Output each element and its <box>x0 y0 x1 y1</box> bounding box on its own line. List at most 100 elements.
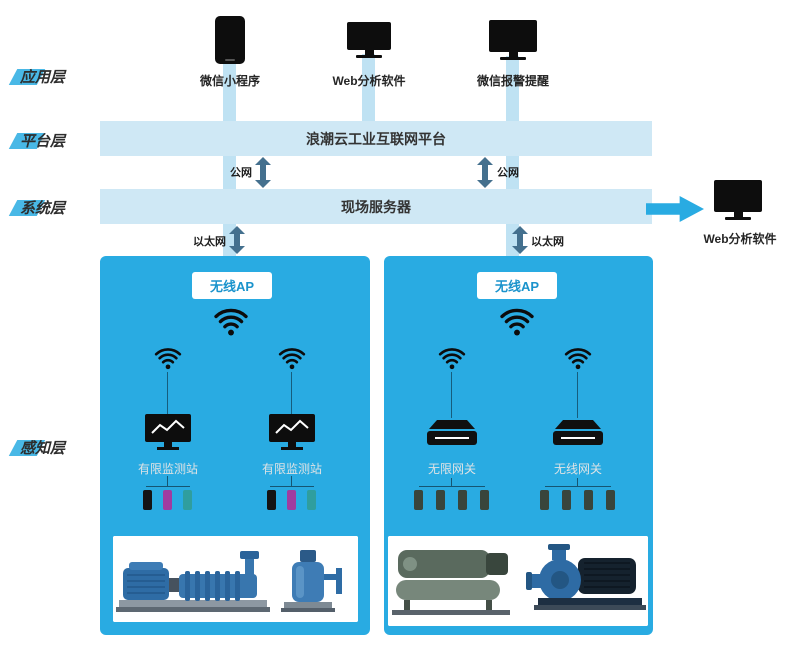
sensor <box>163 490 172 510</box>
monitor-stand <box>508 52 518 57</box>
platform-bar: 浪潮云工业互联网平台 <box>100 121 652 156</box>
monitor-stand <box>364 50 374 55</box>
sensor <box>307 490 316 510</box>
gateway-lid <box>555 420 601 429</box>
wifi-icon <box>277 346 307 371</box>
right-perception-zone: 无线AP 无限网关 无线网关 <box>384 256 653 635</box>
connector-line <box>451 478 452 486</box>
layer-label-application: 应用层 <box>18 65 67 88</box>
arrow-head-up <box>255 157 271 165</box>
wifi-icon <box>153 346 183 371</box>
double-arrow-ethernet-left <box>229 226 245 254</box>
double-arrow-public-left <box>255 157 271 188</box>
wifi-icon <box>498 306 536 338</box>
monitor-screen <box>489 20 537 52</box>
monitor-icon <box>489 20 537 60</box>
sensor <box>287 490 296 510</box>
smartphone-icon <box>215 16 245 64</box>
arrow-head-up <box>477 157 493 165</box>
monitor-stand <box>288 442 296 447</box>
wifi-icon <box>563 346 593 371</box>
sensor <box>183 490 192 510</box>
connector-line <box>545 486 611 487</box>
device-label: 无限网关 <box>427 462 476 476</box>
monitor-stand <box>164 442 172 447</box>
arrow-head-up <box>229 226 245 234</box>
wifi-icon <box>212 306 250 338</box>
connector-line <box>167 372 168 414</box>
layer-label-platform: 平台层 <box>18 129 67 152</box>
link-label-public-left: 公网 <box>230 167 252 179</box>
arrow-body <box>482 165 488 180</box>
monitor-screen <box>714 180 762 212</box>
link-label-ethernet-left: 以太网 <box>193 236 226 248</box>
left-perception-zone: 无线AP 有限监测站 有限监测站 <box>100 256 370 635</box>
sensor <box>540 490 549 510</box>
sensor <box>143 490 152 510</box>
layer-label-text: 应用层 <box>18 65 67 88</box>
connector-strip <box>223 156 236 189</box>
connector-line <box>291 476 292 486</box>
connector-strip <box>506 56 519 121</box>
server-bar-label: 现场服务器 <box>341 198 411 215</box>
gateway-icon <box>553 420 603 445</box>
wireless-ap-label: 无线AP <box>494 279 540 294</box>
layer-label-text: 系统层 <box>18 196 67 219</box>
monitor-base <box>281 447 303 450</box>
server-bar: 现场服务器 <box>100 189 652 224</box>
sensor <box>562 490 571 510</box>
arrow-head-down <box>229 246 245 254</box>
arrow-head-down <box>477 180 493 188</box>
monitor-base <box>500 57 526 60</box>
arrow-body <box>260 165 266 180</box>
equipment-photo-compressor-pump <box>388 536 648 626</box>
sensor <box>606 490 615 510</box>
monitor-screen <box>145 414 191 442</box>
monitor-base <box>725 217 751 220</box>
double-arrow-ethernet-right <box>512 226 528 254</box>
monitor-stand <box>733 212 743 217</box>
wifi-icon <box>437 346 467 371</box>
connector-line <box>146 486 190 487</box>
app-label-wechat-miniprogram: 微信小程序 <box>199 74 260 88</box>
connector-line <box>577 372 578 418</box>
connector-line <box>419 486 485 487</box>
device-label: 无线网关 <box>553 462 602 476</box>
monitor-icon <box>347 22 391 58</box>
monitor-screen <box>347 22 391 50</box>
arrow-head-down <box>255 180 271 188</box>
connector-line <box>291 372 292 414</box>
sensor <box>458 490 467 510</box>
monitor-chart-icon <box>145 414 191 450</box>
app-label-web-analytics: Web分析软件 <box>332 74 406 88</box>
gateway-body <box>427 431 477 445</box>
gateway-body <box>553 431 603 445</box>
connector-line <box>270 486 314 487</box>
connector-strip <box>223 62 236 121</box>
device-label: 有限监测站 <box>261 462 322 476</box>
equipment-photo-pumps <box>113 536 358 622</box>
arrow-body <box>234 234 240 246</box>
sensor <box>584 490 593 510</box>
monitor-base <box>356 55 382 58</box>
sensor <box>414 490 423 510</box>
layer-label-text: 平台层 <box>18 129 67 152</box>
arrow-body <box>517 234 523 246</box>
connector-line <box>577 478 578 486</box>
connector-strip <box>506 156 519 189</box>
side-client-label: Web分析软件 <box>703 232 777 246</box>
monitor-chart-icon <box>269 414 315 450</box>
layer-label-system: 系统层 <box>18 196 67 219</box>
double-arrow-public-right <box>477 157 493 188</box>
layer-label-text: 感知层 <box>18 436 67 459</box>
platform-bar-label: 浪潮云工业互联网平台 <box>306 130 446 147</box>
arrow-head-down <box>512 246 528 254</box>
arrow-head-up <box>512 226 528 234</box>
connector-strip <box>362 54 375 121</box>
sensor <box>480 490 489 510</box>
app-label-wechat-alarm: 微信报警提醒 <box>476 74 549 88</box>
connector-line <box>451 372 452 418</box>
sensor <box>436 490 445 510</box>
device-label: 有限监测站 <box>137 462 198 476</box>
